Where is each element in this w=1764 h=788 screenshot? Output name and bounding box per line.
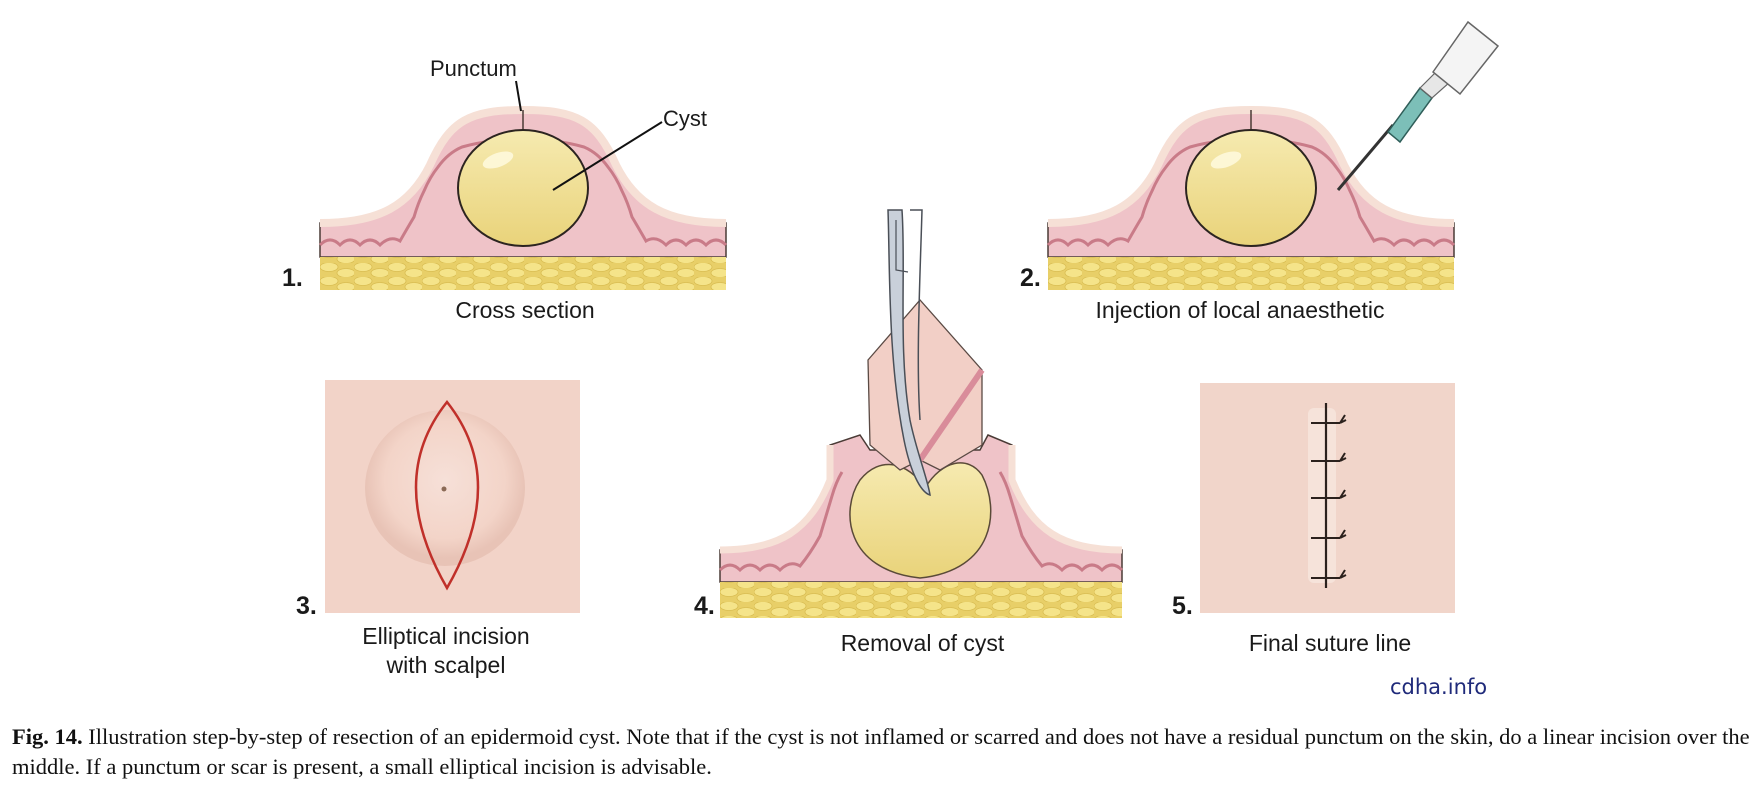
epidermis-wave [318,139,728,248]
figure-label: Fig. 14. [12,724,83,749]
step-caption-3b: with scalpel [386,652,506,678]
figure-caption: Fig. 14. Illustration step-by-step of re… [12,722,1762,782]
removal-illustration [718,209,1124,618]
cyst-pointer [552,121,663,191]
step-caption-3a: Elliptical incision [362,623,530,649]
step-number-5: 5. [1172,592,1193,620]
step-caption-1: Cross section [455,297,595,323]
skin-flap [867,299,983,471]
step-caption-2: Injection of local anaesthetic [1095,297,1385,323]
fat-layer [320,257,726,290]
elliptical-incision-illustration [325,380,580,613]
cyst-label: Cyst [663,106,707,131]
suture-stitches [1311,414,1347,579]
incision-line [414,399,480,591]
syringe-icon [1336,20,1500,191]
figure-caption-text: Illustration step-by-step of resection o… [12,724,1750,779]
punctum-pointer [515,80,522,112]
credit-watermark: cdha.info [1390,675,1488,699]
forceps-icon [887,209,931,497]
injection-illustration [1046,20,1500,290]
fat-layer-4 [720,582,1122,618]
cross-section-illustration [318,80,728,290]
step-number-4: 4. [694,592,715,620]
step-caption-5: Final suture line [1248,630,1412,656]
punctum-label: Punctum [430,56,517,81]
step-number-3: 3. [296,592,317,620]
step-caption-4: Removal of cyst [840,630,1005,656]
suture-illustration [1200,383,1455,613]
step-number-1: 1. [282,264,303,292]
cyst-shape [457,129,589,247]
step-number-2: 2. [1020,264,1041,292]
punctum-dot [441,486,447,492]
